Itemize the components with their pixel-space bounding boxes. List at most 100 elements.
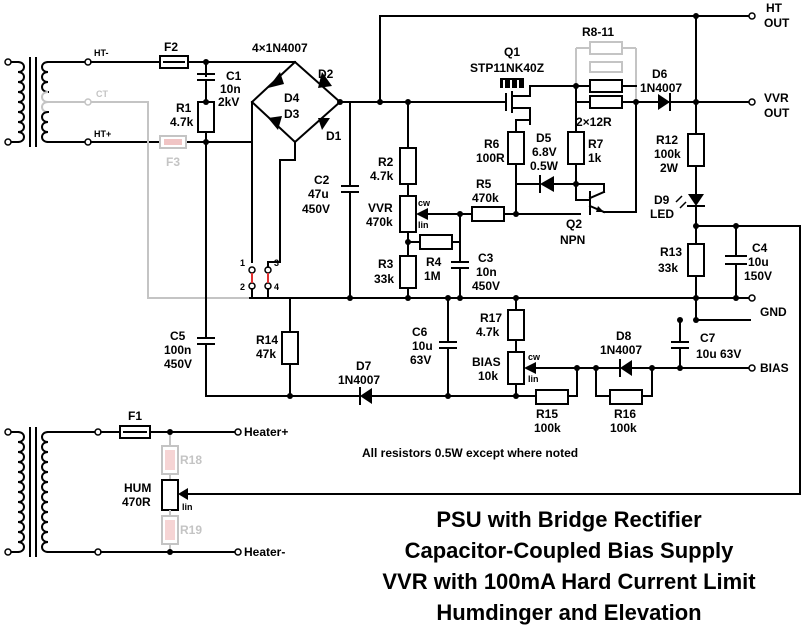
link-num-4: 4 bbox=[274, 282, 279, 292]
r13-value: 33k bbox=[658, 261, 678, 275]
bridge-rectifier bbox=[250, 60, 343, 144]
r1-name: R1 bbox=[176, 101, 192, 115]
d9-name: D9 bbox=[654, 193, 670, 207]
transistor-q2 bbox=[575, 190, 606, 215]
c5-rating: 450V bbox=[164, 357, 192, 371]
vvr-out-label-1: VVR bbox=[764, 91, 789, 105]
c5-value: 100n bbox=[164, 343, 191, 357]
r13-name: R13 bbox=[660, 245, 682, 259]
c2-name: C2 bbox=[314, 173, 330, 187]
c3-value: 10n bbox=[476, 265, 497, 279]
resistor-r17 bbox=[507, 309, 525, 341]
ground-link-block bbox=[248, 261, 281, 299]
link-num-3: 3 bbox=[274, 258, 279, 268]
rails bbox=[249, 15, 751, 321]
resistor-r2 bbox=[399, 147, 417, 185]
f1-label: F1 bbox=[128, 409, 142, 423]
d5-voltage: 6.8V bbox=[532, 145, 557, 159]
heater-plus-label: Heater+ bbox=[244, 425, 288, 439]
link-num-2: 2 bbox=[240, 282, 245, 292]
c1-name: C1 bbox=[226, 69, 242, 83]
c4-value: 10u bbox=[748, 255, 769, 269]
r4-name: R4 bbox=[426, 255, 442, 269]
two-x-12r-label: 2×12R bbox=[576, 115, 612, 129]
vvr-cw-label: cw bbox=[418, 198, 431, 208]
potentiometer-bias bbox=[507, 351, 525, 385]
ct-label: CT bbox=[96, 89, 108, 99]
r4-value: 1M bbox=[424, 269, 441, 283]
r6-value: 100R bbox=[476, 151, 505, 165]
bias-pot-name: BIAS bbox=[472, 355, 501, 369]
d5-power: 0.5W bbox=[530, 159, 559, 173]
c1-value: 10n bbox=[220, 82, 241, 96]
r12-power: 2W bbox=[660, 161, 679, 175]
title-line-1: PSU with Bridge Rectifier bbox=[436, 507, 702, 532]
d9-type: LED bbox=[650, 207, 674, 221]
d6-name: D6 bbox=[652, 67, 668, 81]
d1-label: D1 bbox=[326, 129, 342, 143]
resistor-r6 bbox=[507, 131, 525, 165]
bias-cw-label: cw bbox=[528, 352, 541, 362]
d2-label: D2 bbox=[318, 67, 334, 81]
vvr-pot-value: 470k bbox=[366, 215, 393, 229]
resistor-r1 bbox=[197, 101, 215, 133]
title-line-2: Capacitor-Coupled Bias Supply bbox=[404, 538, 734, 563]
q2-type: NPN bbox=[560, 233, 585, 247]
f2-label: F2 bbox=[164, 40, 178, 54]
ht-out-label-2: OUT bbox=[764, 16, 790, 30]
title-line-3: VVR with 100mA Hard Current Limit bbox=[382, 569, 756, 594]
bias-out-label: BIAS bbox=[760, 361, 789, 375]
c2-rating: 450V bbox=[302, 202, 330, 216]
r12-name: R12 bbox=[656, 133, 678, 147]
potentiometer-hum bbox=[161, 479, 179, 511]
ht-minus-label: HT- bbox=[94, 48, 109, 58]
q1-name: Q1 bbox=[504, 45, 520, 59]
link-num-1: 1 bbox=[240, 258, 245, 268]
d8-name: D8 bbox=[616, 329, 632, 343]
hum-name: HUM bbox=[124, 481, 151, 495]
r16-name: R16 bbox=[614, 407, 636, 421]
r16-value: 100k bbox=[610, 421, 637, 435]
ht-out-label-1: HT bbox=[766, 1, 783, 15]
c4-name: C4 bbox=[752, 241, 768, 255]
heater-transformer bbox=[4, 427, 102, 557]
gnd-label: GND bbox=[760, 305, 787, 319]
bias-pot-value: 10k bbox=[478, 369, 498, 383]
r14-value: 47k bbox=[256, 347, 276, 361]
r8-11-label: R8-11 bbox=[582, 25, 614, 39]
r15-name: R15 bbox=[536, 407, 558, 421]
vvr-out-label-2: OUT bbox=[764, 106, 790, 120]
d4-label: D4 bbox=[284, 91, 300, 105]
vvr-pot-name: VVR bbox=[368, 201, 393, 215]
r15-value: 100k bbox=[534, 421, 561, 435]
c3-name: C3 bbox=[478, 251, 494, 265]
r18-label: R18 bbox=[180, 453, 202, 467]
bias-lin-label: lin bbox=[528, 374, 539, 384]
resistor-r7 bbox=[567, 131, 585, 165]
c1-rating: 2kV bbox=[218, 95, 239, 109]
resistor-r4 bbox=[419, 234, 453, 250]
title-line-4: Humdinger and Elevation bbox=[436, 600, 702, 625]
c7-value: 10u 63V bbox=[696, 347, 741, 361]
q1-part: STP11NK40Z bbox=[470, 61, 544, 75]
d5-name: D5 bbox=[536, 131, 552, 145]
c6-name: C6 bbox=[412, 325, 428, 339]
c6-value: 10u bbox=[412, 339, 433, 353]
vvr-lin-label: lin bbox=[418, 220, 429, 230]
c5-name: C5 bbox=[170, 329, 186, 343]
resistor-r14 bbox=[281, 331, 299, 365]
d7-part: 1N4007 bbox=[338, 373, 380, 387]
r19-label: R19 bbox=[180, 523, 202, 537]
potentiometer-vvr bbox=[399, 195, 417, 233]
d3-label: D3 bbox=[284, 107, 300, 121]
hum-lin-label: lin bbox=[182, 502, 193, 512]
c7-name: C7 bbox=[700, 331, 716, 345]
d8-part: 1N4007 bbox=[600, 343, 642, 357]
q2-name: Q2 bbox=[566, 217, 582, 231]
diagram-title: PSU with Bridge Rectifier Capacitor-Coup… bbox=[328, 504, 810, 628]
c6-rating: 63V bbox=[410, 353, 431, 367]
mosfet-q1 bbox=[499, 78, 531, 121]
r3-name: R3 bbox=[378, 257, 394, 271]
c3-rating: 450V bbox=[472, 279, 500, 293]
